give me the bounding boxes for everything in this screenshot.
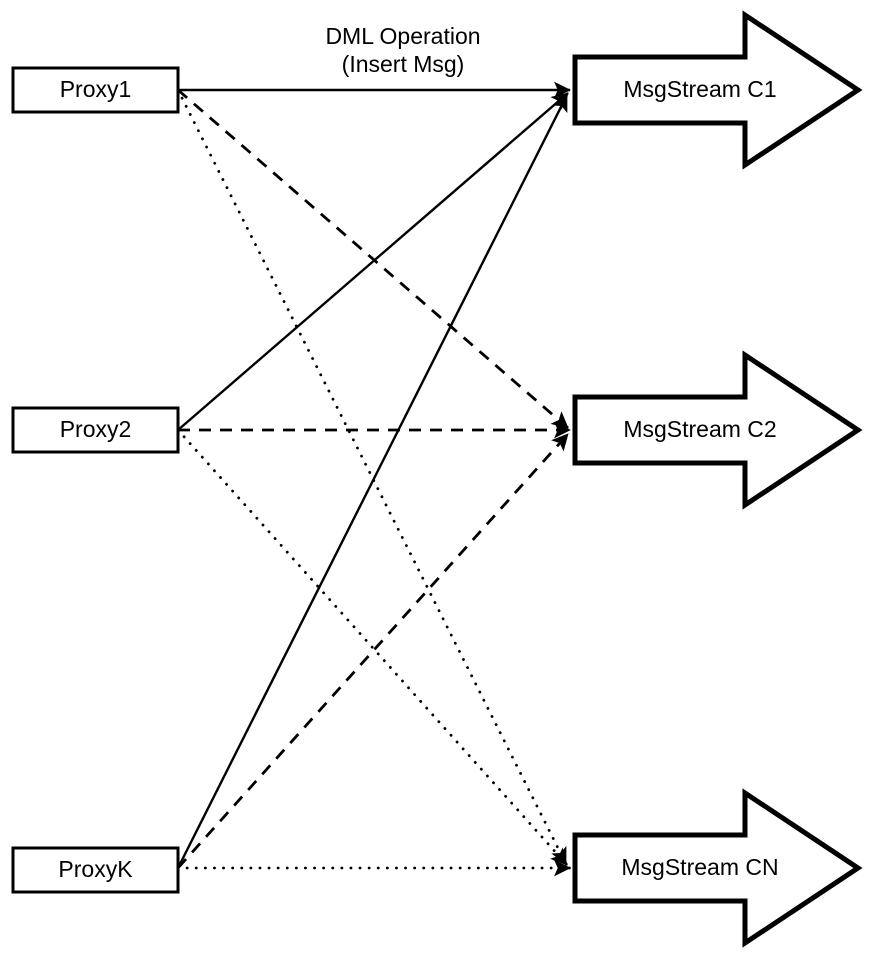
msgstream-cn-label: MsgStream CN [621, 854, 778, 880]
proxy2-label: Proxy2 [60, 416, 132, 442]
msgstream-node-c1[interactable]: MsgStream C1 [572, 10, 863, 170]
proxy1-label: Proxy1 [60, 76, 132, 102]
msgstream-node-c2[interactable]: MsgStream C2 [572, 350, 863, 510]
proxy1-box[interactable] [11, 66, 180, 114]
edge-caption-line2: (Insert Msg) [342, 51, 465, 77]
proxy2-box[interactable] [11, 406, 180, 454]
link-proxy2-to-msgstream-cn[interactable] [176, 428, 569, 867]
msgstream-c2-label: MsgStream C2 [623, 416, 776, 442]
link-proxyk-to-msgstream-c1[interactable] [176, 94, 569, 869]
link-layer [176, 81, 572, 877]
link-proxy1-to-msgstream-cn[interactable] [176, 88, 568, 866]
edge-caption-group: DML Operation (Insert Msg) [325, 23, 480, 77]
proxy-node-proxy1[interactable]: Proxy1 [11, 66, 180, 114]
msgstream-node-cn[interactable]: MsgStream CN [572, 788, 863, 948]
proxyk-box[interactable] [11, 846, 180, 894]
link-proxyk-to-msgstream-c2[interactable] [176, 433, 570, 869]
link-proxy2-to-msgstream-c1[interactable] [177, 92, 569, 431]
msgstream-c1-label: MsgStream C1 [623, 76, 776, 102]
msgstream-c2-arrow-shape[interactable] [572, 350, 863, 510]
proxy-node-proxy2[interactable]: Proxy2 [11, 406, 180, 454]
proxyk-label: ProxyK [58, 856, 133, 882]
link-proxy1-to-msgstream-c2[interactable] [177, 88, 569, 430]
msgstream-cn-arrow-shape[interactable] [572, 788, 863, 948]
edge-caption-line1: DML Operation [325, 23, 480, 49]
proxy-node-proxyk[interactable]: ProxyK [11, 846, 180, 894]
msgstream-c1-arrow-shape[interactable] [572, 10, 863, 170]
